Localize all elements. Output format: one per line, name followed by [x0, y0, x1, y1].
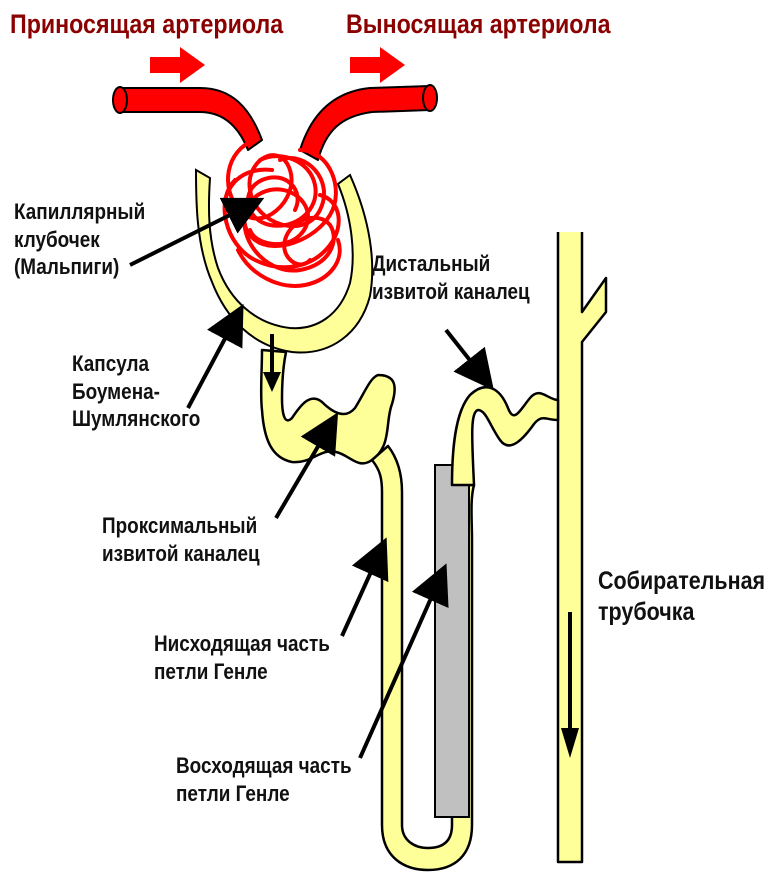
efferent-arteriole	[300, 86, 430, 160]
efferent-opening	[423, 85, 437, 111]
glomerulus-tuft	[225, 140, 340, 286]
thick-ascending-segment	[435, 465, 469, 817]
distal-tubule-label: Дистальный извитой каналец	[372, 250, 530, 305]
capsule-label-line-3: Шумлянского	[72, 405, 200, 433]
distal-tubule	[452, 387, 558, 485]
afferent-flow-arrow	[150, 47, 205, 83]
proximal-label-line-2: извитой каналец	[102, 540, 260, 568]
descending-leader	[342, 552, 380, 636]
afferent-title-text: Приносящая артериола	[10, 8, 283, 42]
loop-of-henle	[372, 446, 474, 870]
descending-limb-label: Нисходящая часть петли Генле	[154, 630, 330, 685]
afferent-arteriole	[120, 88, 262, 150]
arterioles	[113, 85, 437, 160]
capsule-label: Капсула Боумена- Шумлянского	[72, 350, 200, 433]
afferent-opening	[113, 87, 127, 113]
glomerulus-label-line-2: клубочек	[14, 226, 145, 254]
distal-label-line-1: Дистальный	[372, 250, 530, 278]
descending-label-line-1: Нисходящая часть	[154, 630, 330, 658]
ascending-label-line-1: Восходящая часть	[176, 752, 352, 780]
capsule-label-line-2: Боумена-	[72, 378, 200, 406]
capsule-label-line-1: Капсула	[72, 350, 200, 378]
afferent-arteriole-title: Приносящая артериола	[10, 8, 283, 42]
efferent-flow-arrow	[350, 47, 405, 83]
bowman-capsule	[196, 170, 372, 352]
collecting-label-line-1: Собирательная	[598, 566, 765, 597]
glomerulus-label-line-3: (Мальпиги)	[14, 253, 145, 281]
collecting-duct	[558, 232, 606, 862]
glomerulus-label: Капиллярный клубочек (Мальпиги)	[14, 198, 145, 281]
collecting-label-line-2: трубочка	[598, 597, 765, 628]
proximal-tubule-label: Проксимальный извитой каналец	[102, 512, 260, 567]
descending-label-line-2: петли Генле	[154, 658, 330, 686]
proximal-tubule	[261, 350, 395, 463]
proximal-label-line-1: Проксимальный	[102, 512, 260, 540]
ascending-limb-label: Восходящая часть петли Генле	[176, 752, 352, 807]
collecting-duct-label: Собирательная трубочка	[598, 566, 765, 629]
distal-leader	[446, 330, 484, 378]
distal-label-line-2: извитой каналец	[372, 278, 530, 306]
glomerulus-label-line-1: Капиллярный	[14, 198, 145, 226]
efferent-arteriole-title: Выносящая артериола	[346, 8, 611, 42]
ascending-label-line-2: петли Генле	[176, 780, 352, 808]
efferent-title-text: Выносящая артериола	[346, 8, 611, 42]
